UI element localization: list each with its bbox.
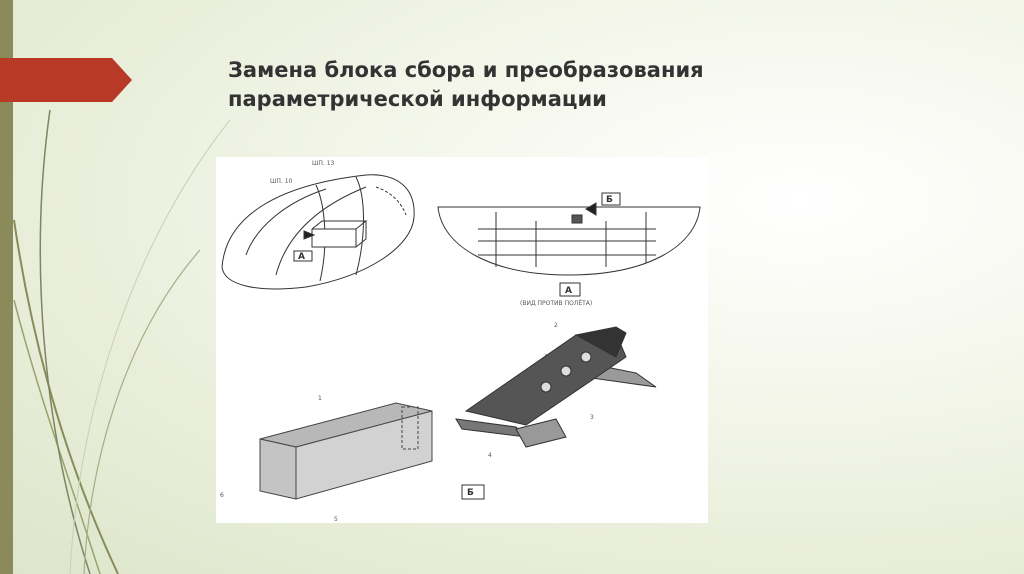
frame-label-left: ШП. 10 (270, 178, 293, 185)
view-b-label: Б (467, 488, 474, 498)
callout-1: 1 (318, 395, 322, 402)
view-a-label-small: А (298, 252, 305, 262)
callout-4: 4 (488, 452, 492, 459)
view-a-label: А (565, 286, 572, 296)
callout-3: 3 (590, 414, 594, 421)
aircraft-nose-sketch (221, 174, 415, 290)
callout-2: 2 (554, 322, 558, 329)
decorative-swoosh (13, 109, 231, 574)
fuselage-cross-section (437, 202, 701, 276)
frame-label-right: ШП. 13 (312, 160, 335, 167)
technical-diagram: ШП. 10 ШП. 13 А Б А (ВИД ПРОТИВ ПОЛЁТА) (216, 157, 708, 523)
view-caption: (ВИД ПРОТИВ ПОЛЁТА) (520, 300, 592, 307)
view-a-box-small (293, 250, 313, 262)
view-b-label-top: Б (606, 195, 613, 205)
data-unit-box (259, 402, 433, 500)
view-a-box (559, 282, 581, 297)
title-line-1: Замена блока сбора и преобразования (228, 58, 704, 82)
title-accent-arrow (0, 58, 132, 102)
view-b-box-top (601, 192, 621, 206)
title-line-2: параметрической информации (228, 87, 607, 111)
slide-title: Замена блока сбора и преобразования пара… (228, 56, 928, 114)
callout-5: 5 (334, 516, 338, 523)
callout-6: 6 (220, 492, 224, 499)
mounting-bracket (455, 326, 657, 448)
view-b-box (461, 484, 485, 500)
left-accent-bar (0, 0, 13, 574)
